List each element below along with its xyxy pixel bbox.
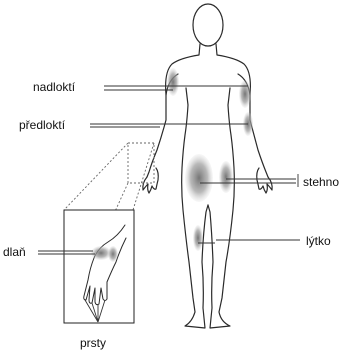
label-thigh: stehno (303, 175, 339, 189)
site-thigh-right (219, 161, 233, 193)
injection-sites (167, 68, 253, 251)
label-calf: lýtko (306, 234, 331, 248)
label-upper-arm: nadloktí (33, 80, 75, 94)
label-fingers: prsty (80, 336, 106, 350)
label-palm: dlaň (3, 245, 26, 259)
site-palm (91, 246, 111, 260)
site-upper-arm-left (167, 68, 179, 96)
site-calf (193, 225, 203, 251)
label-forearm: předloktí (19, 118, 65, 132)
site-upper-arm-right (239, 80, 251, 108)
site-thigh-left (185, 154, 213, 202)
site-palm-2 (108, 246, 118, 262)
